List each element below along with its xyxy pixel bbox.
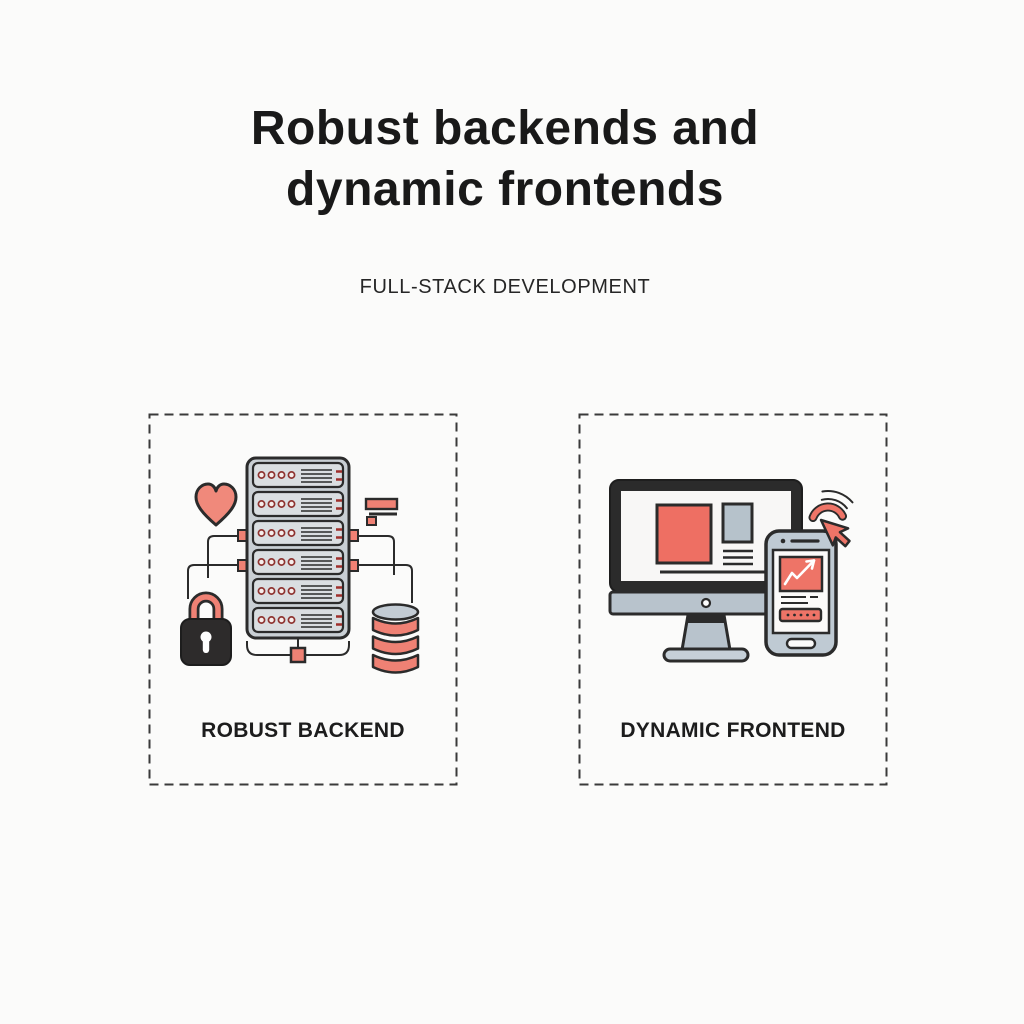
browser-content-icon bbox=[655, 502, 777, 574]
card-frontend-label: DYNAMIC FRONTEND bbox=[620, 719, 846, 742]
card-backend-label: ROBUST BACKEND bbox=[201, 719, 405, 742]
header: Robust backends and dynamic frontends FU… bbox=[0, 0, 1010, 299]
list-item-icon bbox=[364, 497, 399, 526]
dashed-border bbox=[148, 413, 458, 786]
lock-icon bbox=[180, 591, 232, 666]
backend-illustration bbox=[180, 456, 420, 674]
network-node-icon bbox=[237, 529, 359, 664]
frontend-illustration bbox=[608, 479, 854, 663]
cursor-icon bbox=[819, 518, 851, 548]
smartphone-icon bbox=[764, 529, 838, 657]
card-frontend: DYNAMIC FRONTEND bbox=[578, 413, 888, 786]
card-backend: ROBUST BACKEND bbox=[148, 413, 458, 786]
page-title: Robust backends and dynamic frontends bbox=[0, 98, 1010, 220]
server-rack-icon bbox=[245, 456, 351, 640]
heart-icon bbox=[194, 482, 238, 527]
database-icon bbox=[371, 603, 420, 674]
monitor-icon bbox=[608, 479, 804, 663]
signal-arcs-icon bbox=[808, 490, 854, 522]
page-title-line1: Robust backends and bbox=[250, 102, 760, 155]
dashed-border bbox=[578, 413, 888, 786]
page-title-line2: dynamic frontends bbox=[286, 163, 724, 216]
page-subtitle: FULL-STACK DEVELOPMENT bbox=[359, 276, 651, 298]
chart-icon bbox=[778, 555, 824, 593]
